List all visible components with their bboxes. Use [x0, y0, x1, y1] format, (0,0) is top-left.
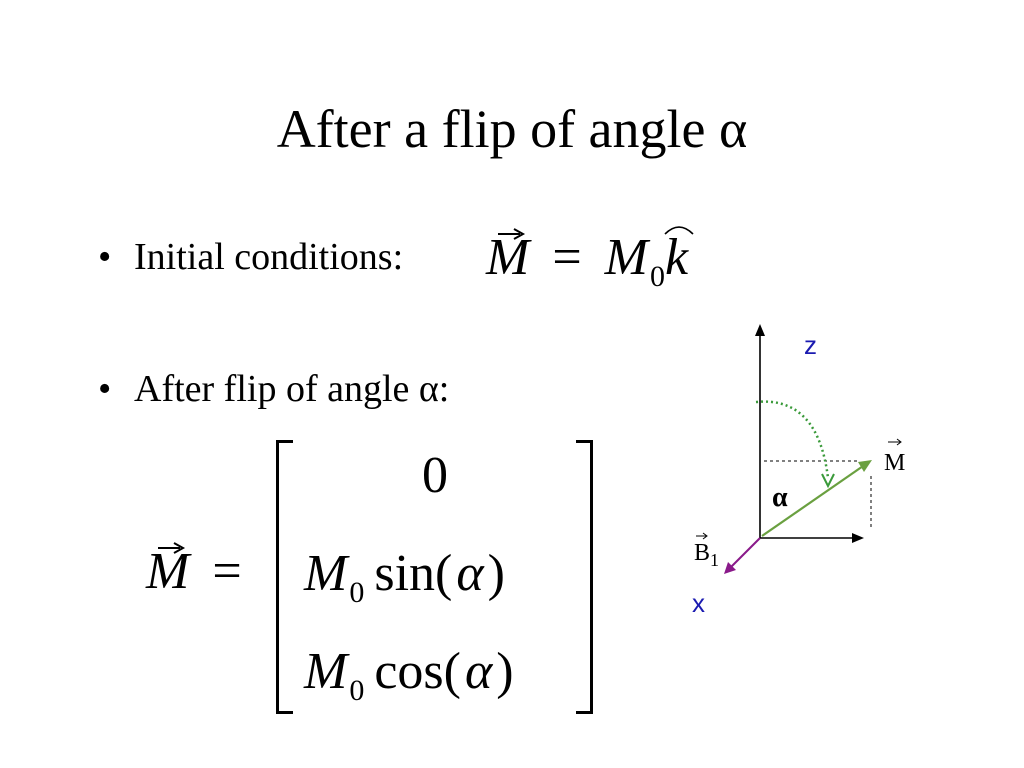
vector-m-symbol: M	[486, 228, 530, 286]
row3-symbol: M	[304, 643, 348, 700]
b1-vector-label: B1	[694, 540, 720, 570]
z-axis-arrowhead-icon	[755, 324, 765, 336]
z-axis-label: z	[804, 330, 817, 360]
row3-sub: 0	[349, 674, 365, 707]
eq2-equals: =	[212, 543, 242, 600]
row2-func: sin(	[374, 545, 453, 602]
matrix-row-2: M0 sin(α)	[304, 545, 505, 608]
eq1-rhs-symbol: M	[604, 229, 648, 286]
row3-arg: α	[464, 643, 493, 700]
slide-title: After a flip of angle α	[276, 99, 748, 159]
arc-arrowhead-icon	[821, 473, 835, 489]
bullet-text: After flip of angle α:	[134, 368, 450, 410]
bullet-after-flip: • After flip of angle α:	[98, 370, 449, 408]
eq2-lhs: M	[146, 543, 190, 600]
m-vector	[761, 463, 867, 537]
bullet-initial-conditions: • Initial conditions:	[98, 238, 403, 276]
vector-m-symbol: M	[146, 542, 190, 600]
b1-vector	[729, 537, 761, 569]
eq1-rhs-sub: 0	[649, 260, 665, 293]
row1-value: 0	[422, 447, 448, 504]
row2-arg: α	[456, 545, 484, 602]
flip-angle-diagram	[696, 324, 902, 574]
matrix-row-3: M0 cos(α)	[304, 643, 514, 706]
eq1-equals: =	[552, 229, 582, 286]
flip-angle-arc	[755, 400, 830, 479]
matrix-row-1: 0	[300, 450, 570, 502]
y-axis-arrowhead-icon	[852, 533, 864, 543]
m-vector-label: M	[884, 450, 906, 476]
eq1-lhs: M	[486, 229, 530, 286]
m-vector-arrowhead-icon	[858, 460, 872, 472]
row3-func: cos(	[374, 643, 461, 700]
vector-arrow-icon	[158, 542, 186, 554]
x-axis-label: x	[692, 588, 705, 618]
b1-arrowhead-icon	[724, 562, 736, 574]
b1-label-main: B	[694, 540, 711, 566]
b1-label-arrowhead-icon	[702, 532, 708, 540]
row3-close: )	[496, 643, 514, 700]
row2-close: )	[487, 545, 505, 602]
row2-symbol: M	[304, 545, 348, 602]
unit-vector-k: k	[664, 226, 694, 286]
bullet-dot: •	[98, 236, 112, 278]
b1-label-sub: 1	[710, 550, 720, 570]
flip-equation-lhs: M =	[146, 542, 242, 600]
initial-condition-equation: M = M0k	[486, 226, 694, 292]
m-label-arrowhead-icon	[896, 438, 902, 446]
unit-vector-symbol: k	[664, 229, 689, 286]
bullet-dot: •	[98, 368, 112, 410]
unit-vector-hat-icon	[664, 226, 694, 235]
alpha-angle-label: α	[772, 482, 788, 513]
matrix-right-bracket	[576, 440, 593, 714]
vector-arrow-icon	[498, 228, 526, 240]
row2-sub: 0	[349, 576, 365, 609]
bullet-text: Initial conditions:	[134, 236, 404, 278]
matrix-left-bracket	[276, 440, 293, 714]
